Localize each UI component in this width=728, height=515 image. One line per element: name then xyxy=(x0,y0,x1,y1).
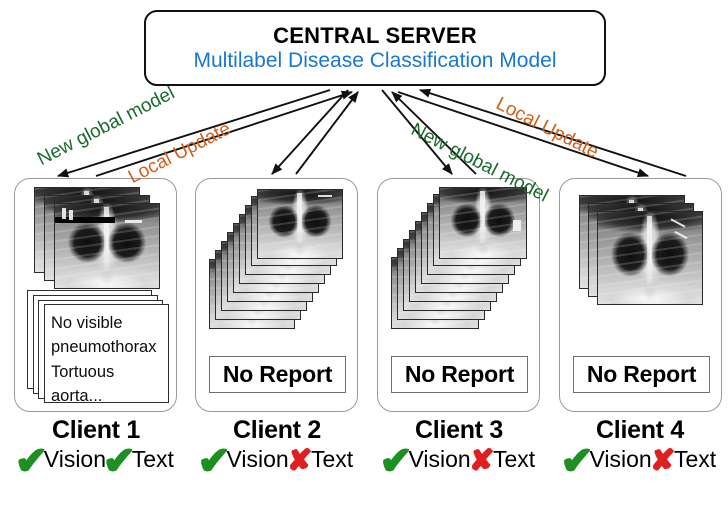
xray-stack-client-4 xyxy=(578,195,703,307)
client-caption-1: Client 1 ✔ Vision ✔ Text xyxy=(7,416,185,483)
arrow-label-local-update-right: Local Update xyxy=(492,93,602,163)
xray-stack-client-1 xyxy=(33,187,160,289)
report-line: aorta... xyxy=(51,386,103,403)
no-report-box-client-4: No Report xyxy=(573,356,710,393)
xray-image xyxy=(256,189,343,259)
modality-label-text-4: Text xyxy=(674,446,717,473)
modality-row-2: ✔ Vision ✘ Text xyxy=(188,440,366,483)
central-server-title: CENTRAL SERVER xyxy=(273,22,477,48)
cross-icon-text-2: ✘ xyxy=(287,444,313,477)
xray-image xyxy=(53,203,160,289)
modality-label-vision-1: Vision xyxy=(43,446,107,473)
client-caption-3: Client 3 ✔ Vision ✘ Text xyxy=(370,416,548,483)
check-icon-vision-2: ✔ xyxy=(197,440,231,483)
cross-icon-text-4: ✘ xyxy=(650,444,676,477)
xray-stack-client-2 xyxy=(208,189,345,329)
client-panel-1[interactable]: No visible pneumothorax Tortuous aorta..… xyxy=(14,178,177,412)
check-icon-text-1: ✔ xyxy=(103,440,136,483)
central-server-box: CENTRAL SERVER Multilabel Disease Classi… xyxy=(144,10,606,86)
client-caption-2: Client 2 ✔ Vision ✘ Text xyxy=(188,416,366,483)
client-caption-4: Client 4 ✔ Vision ✘ Text xyxy=(551,416,728,483)
modality-label-text-1: Text xyxy=(131,446,174,473)
cross-icon-text-3: ✘ xyxy=(469,444,495,477)
xray-image xyxy=(596,211,703,305)
check-icon-vision-4: ✔ xyxy=(560,440,594,483)
client-name-2: Client 2 xyxy=(233,416,321,444)
xray-stack-client-3 xyxy=(390,187,527,329)
check-icon-vision-1: ✔ xyxy=(15,440,48,483)
check-icon-vision-3: ✔ xyxy=(379,440,413,483)
client-panel-2[interactable]: No Report xyxy=(195,178,358,412)
client-panel-3[interactable]: No Report xyxy=(377,178,540,412)
no-report-box-client-2: No Report xyxy=(209,356,346,393)
modality-label-text-2: Text xyxy=(311,446,354,473)
modality-row-1: ✔ Vision ✔ Text xyxy=(7,440,185,483)
report-text-front: No visible pneumothorax Tortuous aorta..… xyxy=(44,304,169,403)
client-name-1: Client 1 xyxy=(52,416,140,444)
modality-label-text-3: Text xyxy=(493,446,536,473)
client-panel-4[interactable]: No Report xyxy=(559,178,722,412)
modality-row-3: ✔ Vision ✘ Text xyxy=(370,440,548,483)
modality-label-vision-2: Vision xyxy=(226,446,289,473)
report-line: Tortuous xyxy=(51,362,115,381)
central-server-model-name: Multilabel Disease Classification Model xyxy=(193,49,557,72)
modality-label-vision-4: Vision xyxy=(589,446,652,473)
report-line: No visible xyxy=(51,314,123,332)
xray-image xyxy=(438,187,527,259)
arrow-client-2-to-server xyxy=(295,91,359,175)
client-name-3: Client 3 xyxy=(415,416,503,444)
client-name-4: Client 4 xyxy=(596,416,684,444)
no-report-box-client-3: No Report xyxy=(391,356,528,393)
modality-row-4: ✔ Vision ✘ Text xyxy=(551,440,728,483)
arrow-server-to-client-2 xyxy=(271,89,349,175)
xray-scan xyxy=(54,204,159,288)
report-line: pneumothorax xyxy=(51,338,157,357)
report-stack-client-1: No visible pneumothorax Tortuous aorta..… xyxy=(27,290,169,403)
modality-label-vision-3: Vision xyxy=(408,446,471,473)
